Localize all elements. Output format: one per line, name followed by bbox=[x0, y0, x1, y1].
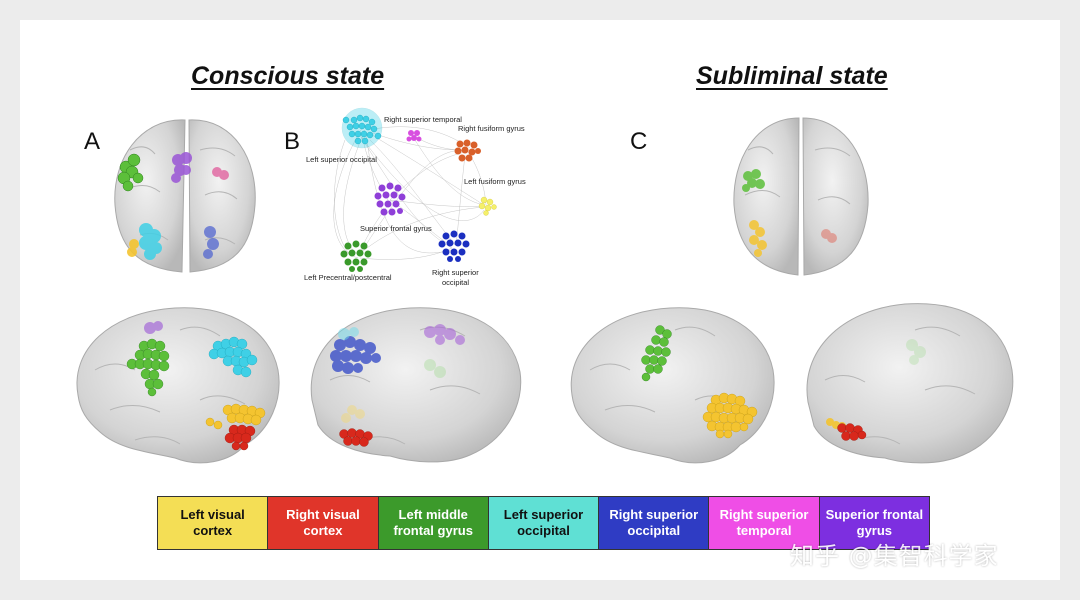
cluster-cyan-l1 bbox=[208, 336, 258, 378]
legend-label: Superior frontal gyrus bbox=[825, 507, 924, 538]
cluster-red-c bbox=[821, 229, 837, 243]
color-legend: Left visual cortex Right visual cortex L… bbox=[157, 496, 930, 550]
cluster-cyan-a bbox=[139, 223, 162, 260]
label-superior-frontal: Superior frontal gyrus bbox=[360, 224, 432, 233]
brain-lateral-right-subliminal bbox=[806, 303, 1014, 464]
brain-lateral-left-conscious bbox=[76, 307, 280, 464]
label-right-fusiform: Right fusiform gyrus bbox=[458, 124, 525, 133]
legend-right-superior-occipital: Right superior occipital bbox=[599, 497, 710, 549]
cluster-cyan-l2 bbox=[338, 327, 359, 340]
legend-left-middle-frontal-gyrus: Left middle frontal gyrus bbox=[378, 497, 489, 549]
legend-label: Left middle frontal gyrus bbox=[393, 507, 473, 538]
node-cluster-purple bbox=[374, 182, 406, 216]
cluster-green-l1 bbox=[126, 338, 170, 397]
cluster-red-l1 bbox=[224, 424, 256, 451]
title-subliminal: Subliminal state bbox=[696, 62, 888, 90]
label-left-fusiform: Left fusiform gyrus bbox=[464, 177, 526, 186]
node-cluster-orange bbox=[454, 139, 481, 162]
cluster-green-l4 bbox=[906, 339, 926, 365]
legend-left-superior-occipital: Left superior occipital bbox=[488, 497, 600, 549]
legend-right-visual-cortex: Right visual cortex bbox=[268, 497, 379, 549]
network-graph: Left superior occipital Right superior t… bbox=[304, 107, 526, 287]
legend-right-superior-temporal: Right superior temporal bbox=[709, 497, 820, 549]
legend-label: Right superior temporal bbox=[719, 507, 809, 538]
label-left-superior-occipital: Left superior occipital bbox=[306, 155, 377, 164]
panel-label-b: B bbox=[284, 128, 301, 155]
node-cluster-cyan bbox=[341, 107, 383, 149]
panel-label-c: C bbox=[630, 128, 648, 155]
label-right-superior-temporal: Right superior temporal bbox=[384, 115, 462, 124]
cluster-green-l3 bbox=[641, 325, 672, 382]
cluster-red-l2 bbox=[339, 428, 373, 447]
node-cluster-green bbox=[340, 240, 372, 272]
brain-top-view-conscious bbox=[114, 119, 256, 273]
brain-lateral-right-conscious bbox=[310, 307, 522, 463]
label-left-precentral: Left Precentral/postcentral bbox=[304, 273, 392, 282]
label-right-superior-occipital: Right superior bbox=[432, 268, 479, 277]
cluster-green-c bbox=[742, 169, 765, 192]
legend-label: Right visual cortex bbox=[286, 507, 360, 538]
cluster-yellow-l1 bbox=[205, 403, 266, 430]
cluster-blue-a bbox=[203, 226, 219, 259]
cluster-green-a bbox=[117, 153, 144, 192]
cluster-blue-l2 bbox=[330, 336, 381, 374]
node-cluster-magenta bbox=[406, 130, 422, 142]
legend-left-visual-cortex: Left visual cortex bbox=[158, 497, 269, 549]
cluster-yellow-l3 bbox=[702, 392, 758, 439]
label-right-superior-occipital-2: occipital bbox=[442, 278, 469, 287]
figure-slide bbox=[20, 20, 1060, 580]
cluster-pink-a bbox=[212, 167, 229, 180]
legend-label: Left superior occipital bbox=[503, 507, 584, 538]
brain-top-view-subliminal bbox=[733, 117, 869, 276]
brain-lateral-left-subliminal bbox=[570, 307, 775, 464]
cluster-purple-a bbox=[171, 152, 192, 183]
panel-label-a: A bbox=[84, 128, 101, 155]
cluster-yellow-c bbox=[749, 220, 767, 257]
cluster-yellow-l2 bbox=[341, 405, 365, 423]
cluster-yellow-a bbox=[127, 239, 139, 257]
legend-label: Left visual cortex bbox=[180, 507, 245, 538]
legend-label: Right superior occipital bbox=[609, 507, 699, 538]
cluster-purple-l1 bbox=[144, 321, 163, 334]
watermark: 知乎 @集智科学家 bbox=[790, 542, 999, 570]
cluster-green-l2 bbox=[424, 359, 446, 378]
node-cluster-lightyellow bbox=[478, 196, 497, 216]
title-conscious: Conscious state bbox=[191, 62, 385, 90]
cluster-purple-l2 bbox=[424, 324, 465, 345]
node-cluster-blue bbox=[438, 230, 470, 262]
legend-superior-frontal-gyrus: Superior frontal gyrus bbox=[819, 497, 929, 549]
cluster-red-l4 bbox=[837, 423, 867, 441]
